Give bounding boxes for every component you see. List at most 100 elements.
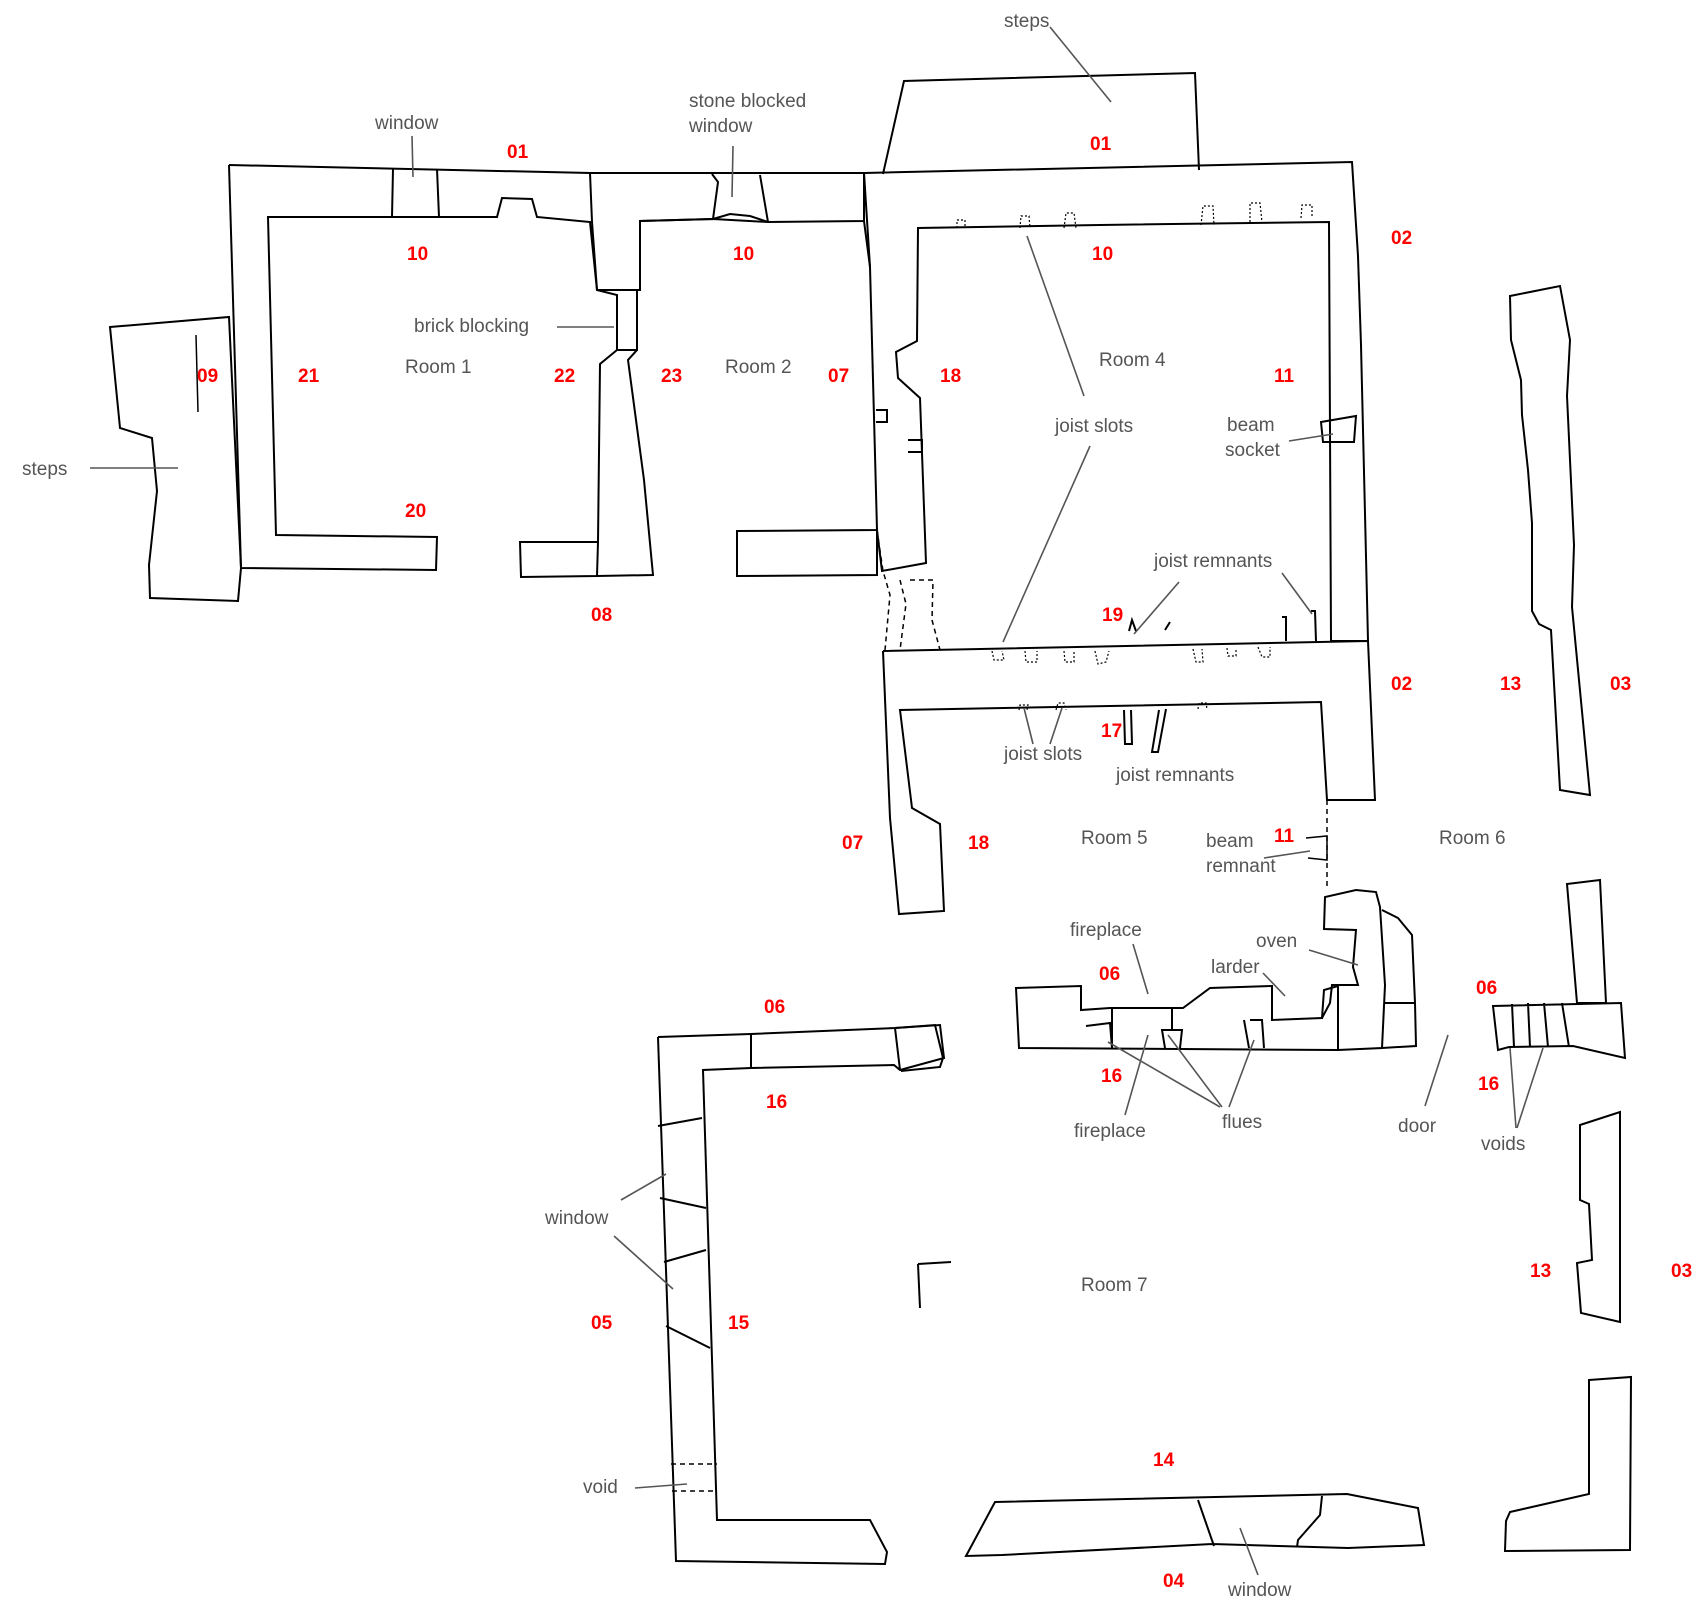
wall-room2-shell: [639, 173, 879, 578]
wall-oven-larder: [1321, 888, 1418, 1051]
wall-number: 20: [405, 501, 426, 522]
label-remnant-room5: remnant: [1206, 856, 1276, 877]
wall-number: 18: [968, 833, 989, 854]
wall-number: 06: [764, 997, 785, 1018]
leader-window-south: [1239, 1527, 1259, 1576]
label-larder: larder: [1211, 957, 1260, 978]
wall-number: 19: [1102, 605, 1123, 626]
wall-number: 07: [842, 833, 863, 854]
wall-room7-void-dash: [671, 1463, 717, 1492]
leader-flues-b: [1167, 1034, 1223, 1108]
wall-number: 15: [728, 1313, 750, 1334]
wall-13-lower: [1575, 1110, 1621, 1324]
leader-voids-a: [1509, 1047, 1517, 1129]
wall-room4-room5: [882, 639, 1377, 916]
label-joist-slots-room4: joist slots: [1054, 416, 1133, 437]
label-beam-room5: beam: [1206, 831, 1254, 852]
wall-number: 13: [1500, 674, 1521, 695]
label-room4: Room 4: [1099, 350, 1166, 371]
wall-number: 10: [1092, 244, 1113, 265]
wall-number: 16: [1101, 1066, 1122, 1087]
leader-flues-a: [1107, 1041, 1221, 1108]
leader-stone-blocked: [731, 145, 734, 198]
label-room7: Room 7: [1081, 1275, 1148, 1296]
leader-fireplace-bottom: [1124, 1034, 1149, 1116]
dashed-features: [876, 202, 1328, 890]
label-room5: Room 5: [1081, 828, 1148, 849]
joist-slots-room4-south: [991, 646, 1271, 665]
label-window-room1: window: [374, 113, 439, 134]
leader-joist-slots-b: [1002, 445, 1091, 643]
label-void: void: [583, 1477, 618, 1498]
wall-number: 14: [1153, 1450, 1175, 1471]
label-voids: voids: [1481, 1134, 1525, 1155]
leader-joist-remnants-a: [1133, 581, 1180, 635]
label-socket-room4: socket: [1225, 440, 1281, 461]
label-window-south: window: [1227, 1580, 1292, 1601]
wall-number: 03: [1671, 1261, 1692, 1282]
leader-joist-remnants-b: [1281, 572, 1313, 615]
wall-number: 13: [1530, 1261, 1551, 1282]
label-room1: Room 1: [405, 357, 472, 378]
label-room6: Room 6: [1439, 828, 1506, 849]
wall-room7-west-segments: [657, 1027, 901, 1349]
leader-joist-slots-room5-a: [1023, 707, 1034, 745]
wall-numbers: 01 01 02 02 03 03 04 05 06 06 06 07 07 0…: [197, 134, 1692, 1592]
wall-number: 03: [1610, 674, 1631, 695]
leader-beam-remnant: [1263, 850, 1311, 859]
wall-13-middle-top: [1565, 878, 1608, 1004]
wall-13-upper: [1508, 284, 1592, 797]
label-joist-slots-room5: joist slots: [1003, 744, 1082, 765]
joist-remnants-room4: [1128, 610, 1317, 642]
wall-steps-tread: [195, 334, 199, 413]
wall-number: 08: [591, 605, 612, 626]
label-beam-room4: beam: [1227, 415, 1275, 436]
wall-room7-west-corner: [894, 1023, 945, 1072]
wall-number: 21: [298, 366, 320, 387]
leader-window-1: [411, 135, 414, 178]
wall-13-bottom: [1503, 1375, 1633, 1553]
wall-room4-outer: [863, 160, 1370, 642]
wall-room1-room2-divider: [518, 289, 655, 579]
leader-flues-c: [1228, 1039, 1255, 1108]
leader-window-west-b: [613, 1235, 674, 1290]
wall-number: 09: [197, 366, 218, 387]
wall-number: 06: [1099, 964, 1120, 985]
label-joist-remnants-room4: joist remnants: [1153, 551, 1272, 572]
wall-room7-inner-stub: [917, 1261, 952, 1309]
wall-number: 05: [591, 1313, 613, 1334]
label-fireplace-bottom: fireplace: [1074, 1121, 1146, 1142]
wall-steps-top: [882, 71, 1200, 175]
leader-joist-slots-room5-b: [1049, 707, 1063, 745]
wall-number: 10: [733, 244, 754, 265]
label-joist-remnants-room5: joist remnants: [1115, 765, 1234, 786]
wall-number: 01: [507, 142, 529, 163]
leader-voids-b: [1516, 1047, 1544, 1129]
wall-number: 18: [940, 366, 961, 387]
wall-room7-south: [964, 1492, 1426, 1558]
leader-larder: [1262, 972, 1286, 997]
label-flues: flues: [1222, 1112, 1262, 1133]
leader-oven: [1308, 949, 1359, 966]
label-door: door: [1398, 1116, 1437, 1137]
joist-slots-room4-north: [956, 202, 1313, 229]
wall-number: 01: [1090, 134, 1112, 155]
wall-room7-west: [657, 1023, 946, 1566]
leader-void: [634, 1483, 688, 1489]
wall-fireplace-interior: [1085, 1008, 1265, 1049]
label-room2: Room 2: [725, 357, 792, 378]
wall-room1-outer: [228, 164, 865, 291]
leader-joist-slots-a: [1026, 235, 1085, 397]
wall-number: 22: [554, 366, 575, 387]
beam-remnant-box: [1305, 835, 1328, 861]
leader-beam-socket: [1288, 433, 1334, 442]
wall-room5-south: [1014, 984, 1339, 1052]
leader-steps-top: [1049, 26, 1112, 103]
label-steps-west: steps: [22, 459, 67, 480]
label-window-west: window: [544, 1208, 609, 1229]
wall-number: 23: [661, 366, 682, 387]
leader-window-west-a: [620, 1173, 667, 1201]
walls: [108, 71, 1633, 1566]
wall-steps-west: [108, 315, 243, 603]
wall-number: 11: [1274, 826, 1295, 847]
